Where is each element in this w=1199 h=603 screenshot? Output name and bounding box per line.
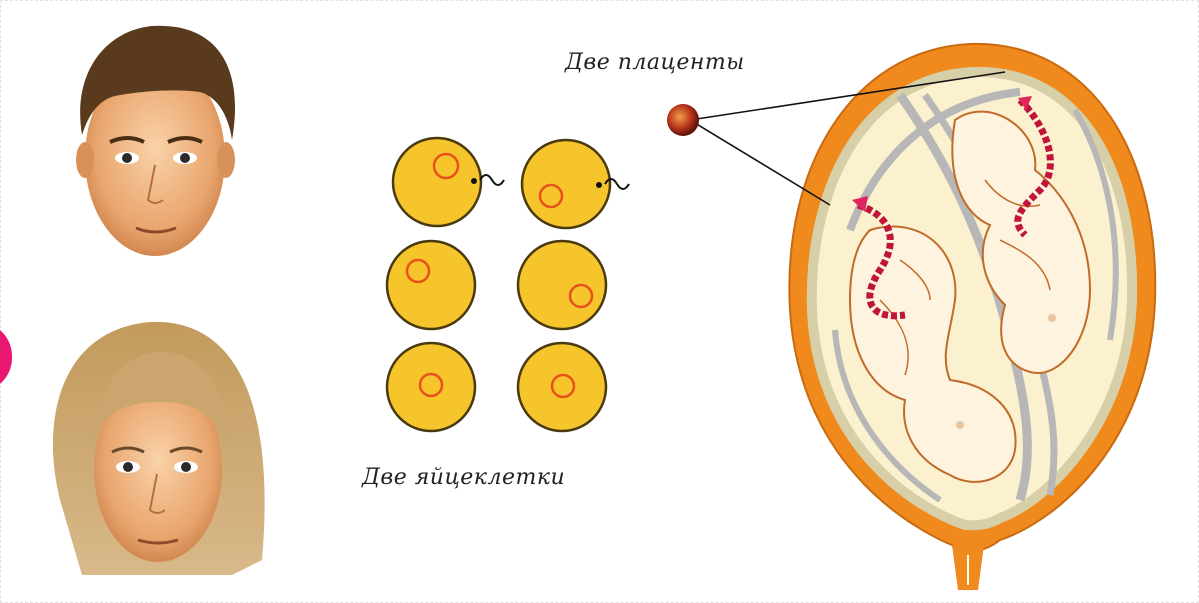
female-face-icon bbox=[52, 321, 265, 575]
placenta-pointer bbox=[667, 71, 1006, 206]
placenta-marker bbox=[1018, 96, 1032, 110]
egg-cell bbox=[516, 341, 608, 433]
fetus bbox=[848, 225, 1017, 483]
egg-cell bbox=[385, 239, 477, 331]
placenta-marker bbox=[852, 196, 868, 212]
umbilical-cord bbox=[856, 201, 906, 320]
placenta-icon bbox=[667, 104, 699, 136]
egg-cell bbox=[391, 136, 505, 228]
male-face-icon bbox=[76, 25, 236, 256]
placentas-label: Две плаценты bbox=[565, 50, 745, 75]
egg-cell bbox=[516, 239, 608, 331]
egg-cell bbox=[520, 138, 630, 230]
fetus bbox=[951, 110, 1092, 375]
umbilical-cord bbox=[1014, 97, 1054, 238]
eggs-label: Две яйцеклетки bbox=[362, 465, 566, 490]
egg-cell bbox=[385, 341, 477, 433]
egg-cells bbox=[385, 136, 630, 433]
